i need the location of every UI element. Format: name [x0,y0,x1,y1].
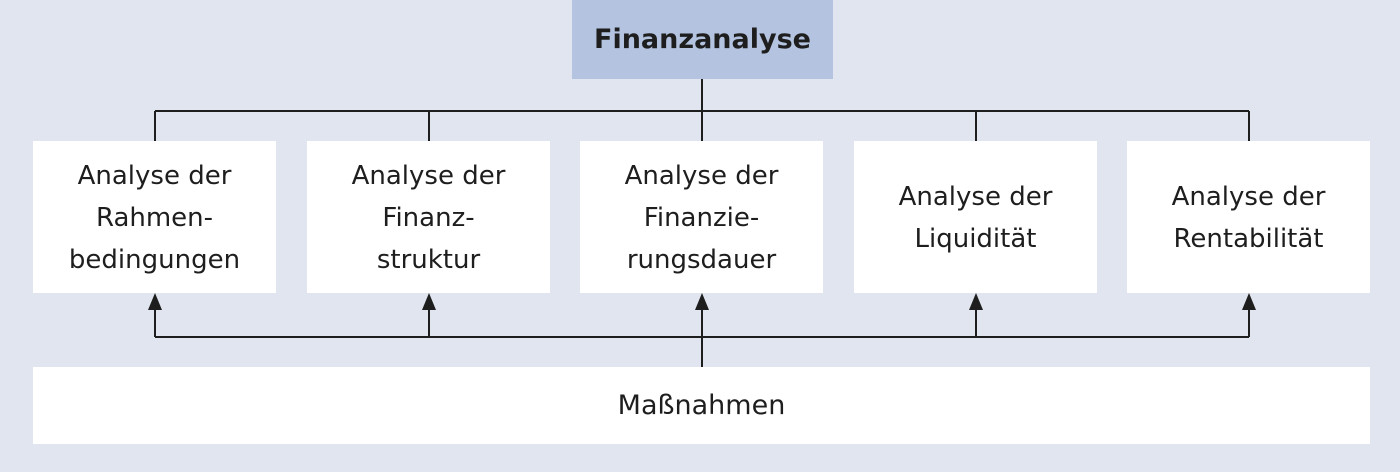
arrow-up-icon [1242,293,1256,310]
arrow-up-icon [695,293,709,310]
arrow-up-icon [969,293,983,310]
node-rahmenbedingungen: Analyse der Rahmen- bedingungen [33,141,276,293]
arrow-up-icon [148,293,162,310]
actions-node-label: Maßnahmen [617,390,786,421]
node-label: Analyse der Finanz- struktur [351,161,506,275]
node-label: Analyse der Rahmen- bedingungen [68,161,241,275]
arrow-up-icon [422,293,436,310]
actions-node: Maßnahmen [33,367,1370,444]
node-finanzierungsdauer: Analyse der Finanzie- rungsdauer [580,141,823,293]
node-label: Analyse der Finanzie- rungsdauer [624,161,779,275]
node-label: Analyse der Rentabilität [1171,182,1326,254]
root-node-label: Finanzanalyse [594,24,811,55]
node-liquiditaet: Analyse der Liquidität [854,141,1097,293]
node-finanzstruktur: Analyse der Finanz- struktur [307,141,550,293]
node-label: Analyse der Liquidität [898,182,1053,254]
node-rentabilitaet: Analyse der Rentabilität [1127,141,1370,293]
root-node: Finanzanalyse [572,0,833,79]
